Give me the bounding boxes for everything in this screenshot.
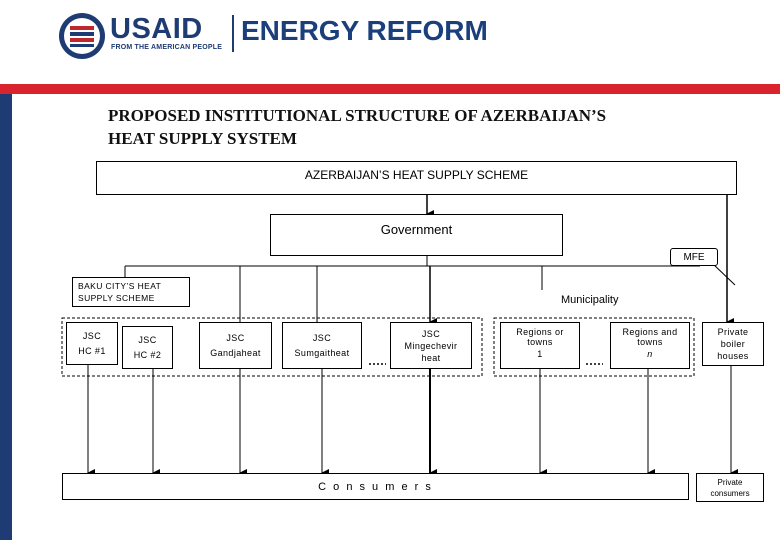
baku-scheme-box: BAKU CITY’S HEAT SUPPLY SCHEME [72, 277, 190, 307]
jsc-hc1-line-2: HC #1 [78, 346, 106, 356]
sumgaitheat-line-2: Sumgaitheat [294, 348, 350, 358]
private-consumers-box: Private consumers [696, 473, 764, 502]
red-band [0, 84, 780, 94]
regions-n-box: Regions and towns n [610, 322, 690, 369]
baku-scheme-line-2: SUPPLY SCHEME [78, 293, 155, 303]
title-line-2: HEAT SUPPLY SYSTEM [108, 129, 297, 148]
mfe-callout: MFE [670, 248, 718, 266]
municipality-label: Municipality [561, 294, 619, 306]
regions-1-line-3: 1 [537, 349, 543, 359]
regions-1-line-1: Regions or [516, 327, 564, 337]
sumgaitheat-line-1: JSC [312, 333, 332, 343]
private-boiler-line-3: houses [717, 351, 749, 361]
private-boiler-box: Private boiler houses [702, 322, 764, 366]
gandjaheat-line-2: Gandjaheat [210, 348, 261, 358]
consumers-label: C o n s u m e r s [318, 480, 433, 493]
regions-n-line-3: n [647, 349, 653, 359]
jsc-hc1-box: JSC HC #1 [66, 322, 118, 365]
side-bar [0, 94, 12, 540]
private-consumers-line-1: Private [717, 477, 743, 487]
regions-n-line-1: Regions and [622, 327, 678, 337]
jsc-hc2-line-2: HC #2 [133, 350, 162, 360]
heat-supply-scheme-box: AZERBAIJAN’S HEAT SUPPLY SCHEME [96, 161, 737, 195]
mingechevir-box: JSC Mingechevir heat [390, 322, 472, 369]
mingechevir-line-3: heat [421, 352, 441, 363]
private-consumers-line-2: consumers [710, 488, 750, 498]
government-label: Government [380, 222, 453, 237]
sumgaitheat-box: JSC Sumgaitheat [282, 322, 362, 369]
slide-title: PROPOSED INSTITUTIONAL STRUCTURE OF AZER… [108, 104, 606, 150]
title-line-1: PROPOSED INSTITUTIONAL STRUCTURE OF AZER… [108, 106, 607, 125]
usaid-seal-icon [59, 13, 105, 59]
regions-1-box: Regions or towns 1 [500, 322, 580, 369]
private-boiler-line-1: Private [717, 327, 749, 337]
jsc-hc2-box: JSC HC #2 [122, 326, 173, 369]
mingechevir-line-2: Mingechevir [404, 340, 458, 351]
mingechevir-line-1: JSC [421, 328, 441, 339]
consumers-box: C o n s u m e r s [62, 473, 689, 500]
regions-1-line-2: towns [527, 337, 553, 347]
private-boiler-line-2: boiler [720, 339, 746, 349]
regions-n-line-2: towns [637, 337, 663, 347]
heat-supply-scheme-label: AZERBAIJAN’S HEAT SUPPLY SCHEME [304, 168, 529, 182]
header: USAID FROM THE AMERICAN PEOPLE ENERGY RE… [0, 0, 780, 84]
gandjaheat-line-1: JSC [226, 333, 245, 343]
program-name: ENERGY REFORM [241, 15, 488, 46]
jsc-hc1-line-1: JSC [82, 331, 102, 341]
gandjaheat-box: JSC Gandjaheat [199, 322, 272, 369]
usaid-tagline: FROM THE AMERICAN PEOPLE [111, 44, 223, 51]
usaid-wordmark: USAID [110, 13, 203, 45]
government-box: Government [270, 214, 563, 256]
header-divider [232, 15, 234, 52]
baku-scheme-line-1: BAKU CITY’S HEAT [78, 281, 162, 291]
jsc-hc2-line-1: JSC [138, 335, 157, 345]
mfe-label: MFE [683, 251, 705, 263]
